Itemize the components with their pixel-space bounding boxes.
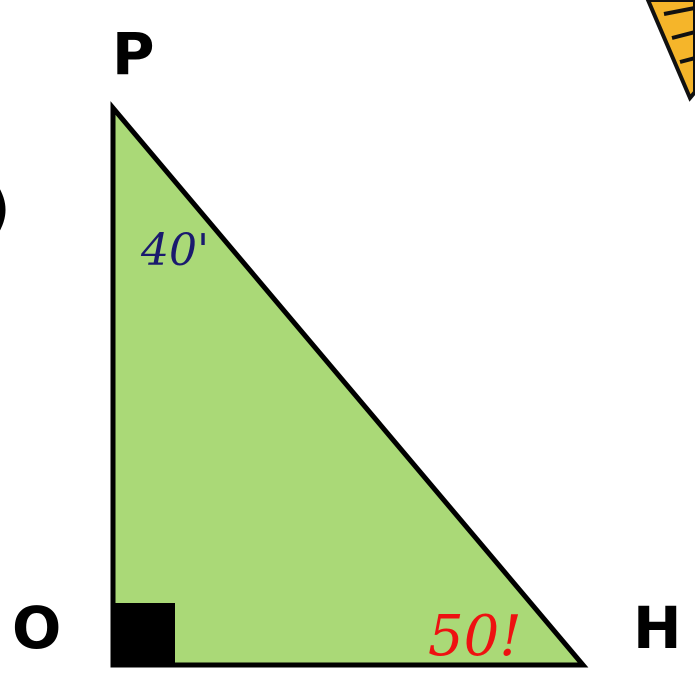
- angle-label-bottom-right: 50!: [428, 604, 522, 669]
- right-angle-square-icon: [113, 603, 175, 665]
- right-triangle: [110, 101, 589, 668]
- vertex-label-o: O: [12, 594, 61, 662]
- angle-label-top: 40': [140, 225, 209, 276]
- vertex-label-p: P: [112, 20, 155, 88]
- pencil-icon: [645, 0, 695, 102]
- vertex-label-h: H: [633, 594, 682, 662]
- partial-left-label: ): [0, 174, 11, 242]
